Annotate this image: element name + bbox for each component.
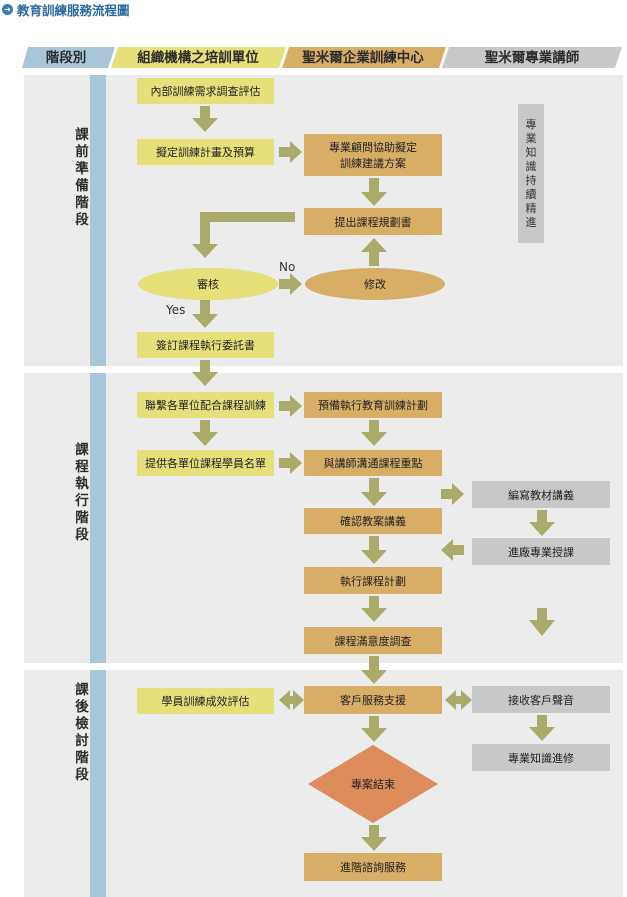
arrow-double — [279, 690, 304, 710]
arrow-down — [192, 360, 218, 386]
arrow-down — [529, 608, 555, 636]
svg-text:審核: 審核 — [197, 277, 219, 291]
svg-text:課程滿意度調查: 課程滿意度調查 — [335, 634, 412, 648]
step-plan-budget — [137, 139, 274, 165]
arrow-down — [361, 178, 387, 206]
header-organization — [111, 47, 286, 68]
header-stage — [22, 47, 115, 68]
header-training-center — [282, 47, 446, 68]
arrow-down — [361, 825, 387, 851]
svg-text:學員訓練成效評估: 學員訓練成效評估 — [162, 694, 250, 708]
step-revise — [305, 268, 445, 300]
stage-bar-preparation — [90, 75, 106, 366]
step-coordinate-units — [137, 392, 274, 418]
stage-bar-execution — [90, 373, 106, 663]
step-write-materials — [472, 481, 610, 508]
step-advanced-consulting — [304, 853, 442, 881]
svg-text:與講師溝通課程重點: 與講師溝通課程重點 — [324, 456, 423, 470]
arrow-right — [279, 395, 302, 417]
arrow-down — [192, 420, 218, 446]
arrow-right — [279, 452, 302, 474]
svg-text:簽訂課程執行委託書: 簽訂課程執行委託書 — [156, 338, 255, 352]
svg-text:聯繫各單位配合課程訓練: 聯繫各單位配合課程訓練 — [145, 398, 266, 412]
step-review — [138, 268, 278, 300]
step-communicate-lecturer — [304, 450, 442, 476]
arrow-left — [441, 539, 464, 561]
arrow-down — [361, 656, 387, 684]
arrow-down — [529, 510, 555, 536]
svg-text:專業知識進修: 專業知識進修 — [508, 751, 574, 765]
arrows — [192, 106, 555, 851]
step-course-plan — [304, 208, 442, 235]
svg-text:課程執行階段: 課程執行階段 — [74, 441, 89, 543]
step-consultant-proposal — [304, 134, 442, 176]
svg-text:內部訓練需求調查評估: 內部訓練需求調查評估 — [151, 84, 261, 98]
svg-text:專業顧問協助擬定: 專業顧問協助擬定 — [329, 140, 417, 154]
step-effectiveness-evaluation — [137, 688, 274, 714]
svg-text:課前準備階段: 課前準備階段 — [75, 126, 89, 228]
page-title-text: 教育訓練服務流程圖 — [17, 2, 130, 18]
svg-text:訓練建議方案: 訓練建議方案 — [340, 156, 406, 170]
svg-text:提出課程規劃書: 提出課程規劃書 — [335, 215, 412, 229]
arrow-up — [361, 238, 387, 266]
step-satisfaction-survey — [304, 627, 442, 654]
header-stage-text: 階段別 — [46, 49, 87, 66]
svg-text:接收客戶聲音: 接收客戶聲音 — [508, 693, 574, 707]
arrow-double — [445, 690, 472, 710]
svg-text:進階諮詢服務: 進階諮詢服務 — [340, 860, 406, 874]
arrow-bullet-icon: ➔ — [2, 3, 13, 15]
side-note-text: 專業知識持續精進 — [526, 118, 537, 229]
svg-text:修改: 修改 — [364, 277, 386, 291]
label-yes: Yes — [165, 303, 185, 317]
step-provide-roster — [137, 450, 274, 476]
step-customer-support — [304, 686, 442, 714]
step-sign-contract — [137, 332, 274, 358]
step-onsite-teaching — [472, 538, 610, 565]
step-project-end — [308, 745, 438, 823]
svg-text:課後檢討階段: 課後檢討階段 — [75, 681, 89, 783]
arrow-right — [279, 141, 302, 163]
header-organization-text: 組織機構之培訓單位 — [137, 49, 259, 66]
side-note-box — [518, 104, 544, 243]
svg-text:客戶服務支援: 客戶服務支援 — [340, 693, 406, 707]
arrow-down — [529, 715, 555, 741]
stage-label-execution: 課程執行階段 — [74, 441, 89, 543]
header-lecturers — [442, 47, 622, 68]
step-prepare-plan — [304, 392, 442, 418]
arrow-right — [279, 273, 302, 295]
stage-bar-review — [90, 670, 106, 897]
step-professional-training — [472, 744, 610, 771]
svg-text:編寫教材講義: 編寫教材講義 — [508, 488, 574, 502]
stage-label-review: 課後檢討階段 — [75, 681, 89, 783]
stage-label-preparation: 課前準備階段 — [75, 126, 89, 228]
svg-text:擬定訓練計畫及預算: 擬定訓練計畫及預算 — [156, 145, 255, 159]
arrow-down — [192, 106, 218, 132]
arrow-down — [361, 478, 387, 506]
svg-text:執行課程計劃: 執行課程計劃 — [340, 574, 406, 588]
arrow-down — [361, 596, 387, 622]
svg-text:確認教案講義: 確認教案講義 — [340, 514, 406, 528]
arrow-down — [361, 420, 387, 446]
arrow-down — [192, 300, 218, 328]
arrow-right — [441, 483, 464, 505]
svg-text:進廠專業授課: 進廠專業授課 — [508, 545, 574, 559]
header-training-center-text: 聖米爾企業訓練中心 — [302, 49, 424, 66]
label-no: No — [279, 260, 295, 274]
step-execute-plan — [304, 567, 442, 594]
arrow-down — [361, 536, 387, 564]
step-confirm-materials — [304, 508, 442, 534]
svg-text:提供各單位課程學員名單: 提供各單位課程學員名單 — [145, 456, 266, 470]
arrow-down — [361, 716, 387, 742]
svg-text:專案結束: 專案結束 — [351, 777, 395, 791]
step-needs-survey — [137, 78, 274, 104]
step-customer-voice — [472, 686, 610, 713]
svg-text:預備執行教育訓練計劃: 預備執行教育訓練計劃 — [318, 398, 428, 412]
header-lecturers-text: 聖米爾專業講師 — [485, 49, 580, 66]
arrow-elbow — [192, 212, 295, 258]
page-title: ➔ 教育訓練服務流程圖 — [2, 0, 130, 18]
